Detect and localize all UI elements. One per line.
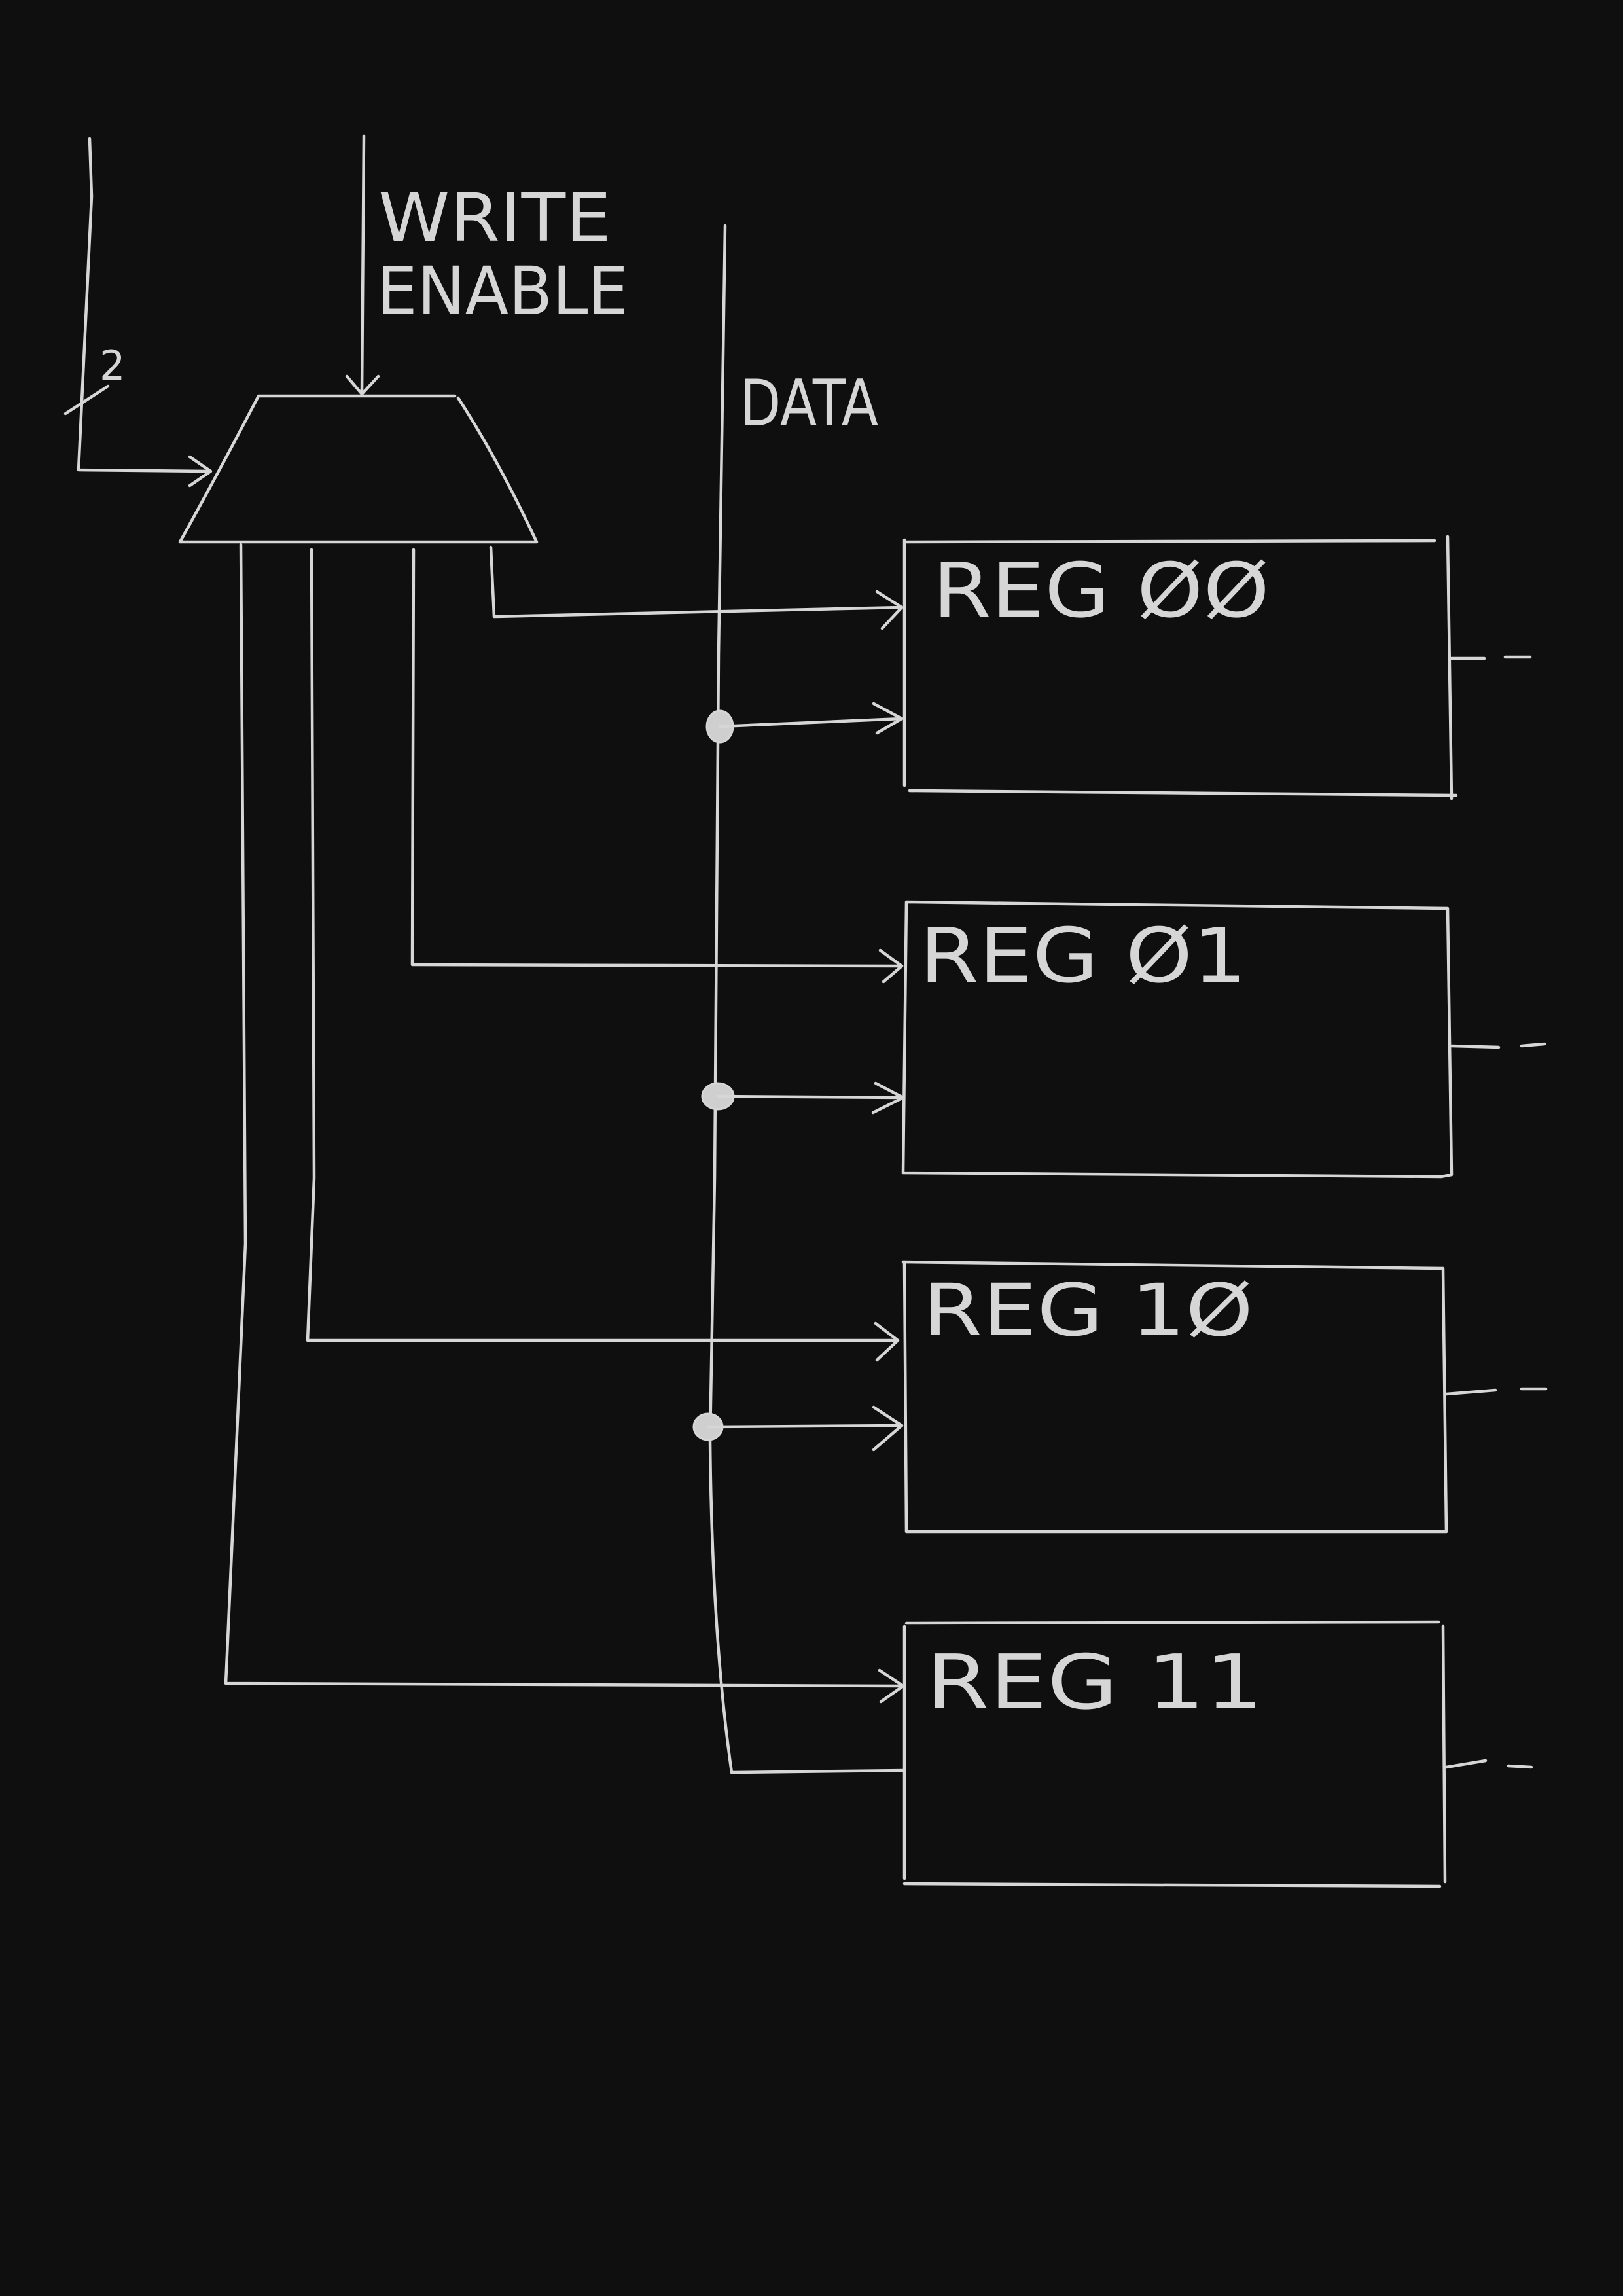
register-01: REG Ø1 — [901, 900, 1546, 1179]
output-wire-reg-00 — [489, 545, 904, 619]
write-enable-input: WRITE ENABLE — [345, 134, 628, 396]
register-label: REG 1Ø — [923, 1268, 1253, 1352]
output-wire-reg-11 — [224, 543, 905, 1688]
output-wire-reg-01 — [410, 548, 904, 968]
register-11: REG 11 — [902, 1620, 1533, 1888]
register-output-wire — [1444, 1759, 1533, 1769]
register-label: REG 11 — [926, 1639, 1263, 1727]
write-enable-label-line1: WRITE — [378, 179, 611, 257]
register-00: REG ØØ — [902, 535, 1532, 800]
write-enable-label-line2: ENABLE — [377, 253, 628, 331]
register-10: REG 1Ø — [901, 1260, 1548, 1534]
data-taps — [692, 702, 905, 1452]
data-label: DATA — [740, 367, 878, 441]
select-bus: 2 — [63, 137, 213, 488]
register-label: REG ØØ — [933, 547, 1270, 635]
output-wire-reg-10 — [306, 548, 900, 1342]
register-output-wire — [1444, 1387, 1548, 1396]
demux-outputs — [224, 543, 905, 1704]
data-bus: DATA — [708, 224, 906, 1774]
register-output-wire — [1450, 1042, 1546, 1049]
demultiplexer — [178, 394, 539, 544]
register-output-wire — [1450, 655, 1532, 660]
register-label: REG Ø1 — [919, 912, 1247, 1000]
select-width-label: 2 — [99, 342, 125, 389]
